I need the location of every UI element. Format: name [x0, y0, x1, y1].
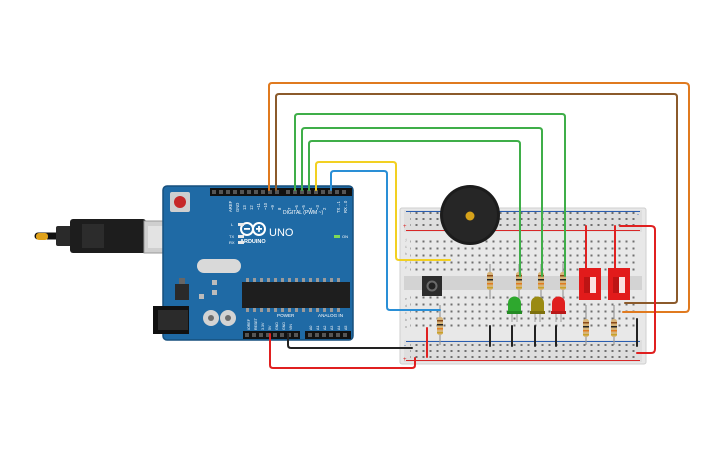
wire-yellow[interactable] — [315, 161, 451, 261]
voltage-regulator — [175, 278, 189, 300]
capacitors — [203, 310, 236, 326]
rail-minus-top: - — [637, 212, 639, 218]
arduino-uno-board[interactable]: AREF GND 13 12 ~11 ~10 ~9 8 7 ~6 ~5 4 ~3… — [153, 185, 354, 341]
brand-label: ARDUINO — [240, 239, 266, 245]
pin-label-gnd1: GND — [275, 322, 279, 330]
led-label-l: L — [231, 222, 234, 227]
piezo-buzzer[interactable] — [440, 185, 500, 245]
led-green[interactable] — [507, 296, 522, 323]
pin-label-a1: A1 — [316, 326, 320, 330]
rail-minus-bottom: - — [404, 343, 406, 349]
rail-plus-top: + — [403, 224, 407, 230]
wire-red-5v[interactable] — [269, 333, 416, 369]
slide-switch-1[interactable] — [579, 268, 601, 300]
pin-label-a3: A3 — [330, 326, 334, 330]
pin-label-a2: A2 — [323, 326, 327, 330]
analog-header[interactable] — [305, 331, 351, 339]
row-label-e: e — [405, 297, 407, 301]
pin-label-5: ~5 — [301, 205, 306, 210]
pushbutton[interactable] — [422, 276, 442, 296]
pin-label-2: 2 — [322, 207, 327, 210]
wire-green-2[interactable] — [301, 127, 543, 277]
pin-label-aref: AREF — [228, 200, 233, 212]
slide-switch-2[interactable] — [608, 268, 630, 300]
row-label-d: d — [405, 304, 407, 308]
pin-label-a5: A5 — [344, 326, 348, 330]
on-label: ON — [342, 234, 348, 239]
wire-green-1[interactable] — [294, 113, 566, 277]
wire-orange[interactable] — [268, 82, 690, 313]
wire-black-gnd[interactable] — [287, 333, 413, 349]
resistor-bottom-2[interactable] — [583, 305, 589, 345]
row-label-j: j — [405, 238, 407, 242]
wire-brown[interactable] — [275, 93, 678, 304]
pin-label-gnd: GND — [235, 203, 240, 212]
pin-label-reset: RESET — [254, 317, 258, 330]
led-yellow[interactable] — [530, 296, 545, 323]
led-label-rx: RX — [229, 240, 235, 245]
power-jack[interactable] — [153, 306, 189, 334]
pin-label-4: 4 — [308, 207, 313, 210]
terminal-bottom[interactable] — [410, 296, 636, 331]
usb-cable[interactable] — [34, 219, 178, 254]
crystal-oscillator — [197, 259, 241, 273]
pin-label-11: ~11 — [256, 203, 261, 210]
atmega-chip — [242, 278, 350, 312]
pin-label-3: ~3 — [315, 205, 320, 210]
model-label: UNO — [269, 227, 294, 239]
row-label-f: f — [405, 266, 407, 270]
pin-label-10: ~10 — [263, 202, 268, 210]
pin-label-a0: A0 — [309, 326, 313, 330]
analog-label: ANALOG IN — [318, 313, 343, 318]
pin-label-8: 8 — [277, 207, 282, 210]
pin-label-9: ~9 — [270, 205, 275, 210]
led-red[interactable] — [551, 296, 566, 323]
pin-label-7: 7 — [287, 207, 292, 210]
digital-label: DIGITAL (PWM ~) — [283, 210, 323, 216]
wire-blue[interactable] — [330, 170, 441, 311]
row-label-h: h — [405, 252, 407, 256]
power-header[interactable] — [243, 331, 300, 339]
pin-label-6: ~6 — [294, 205, 299, 210]
terminal-top[interactable] — [410, 237, 636, 272]
rail-plus-bottom: + — [403, 357, 407, 363]
pin-label-a4: A4 — [337, 326, 341, 330]
row-label-a: a — [405, 325, 407, 329]
wire-red-rail[interactable] — [619, 225, 656, 354]
resistor-top-1[interactable] — [487, 264, 493, 299]
pin-label-13: 13 — [242, 205, 247, 210]
pin-label-vin: VIN — [289, 324, 293, 330]
status-leds — [238, 223, 340, 244]
led-label-tx: TX — [229, 234, 234, 239]
pin-label-1: TX→1 — [336, 200, 341, 213]
pin-label-ioref: IOREF — [247, 318, 251, 330]
pin-label-12: 12 — [249, 205, 254, 210]
row-label-i: i — [405, 245, 407, 249]
reset-button[interactable] — [170, 192, 190, 212]
power-label: POWER — [277, 313, 295, 318]
wire-green-3[interactable] — [308, 140, 521, 277]
pin-label-3v3: 3.3V — [261, 322, 265, 330]
pin-label-gnd2: GND — [282, 322, 286, 330]
resistor-bottom-1[interactable] — [437, 305, 443, 345]
pin-label-0: RX←0 — [343, 200, 348, 213]
arduino-logo — [240, 222, 266, 236]
row-label-b: b — [405, 318, 407, 322]
digital-header[interactable] — [210, 188, 352, 196]
row-label-c: c — [405, 311, 407, 315]
resistor-bottom-3[interactable] — [611, 305, 617, 345]
pin-label-5v: 5V — [268, 325, 272, 330]
